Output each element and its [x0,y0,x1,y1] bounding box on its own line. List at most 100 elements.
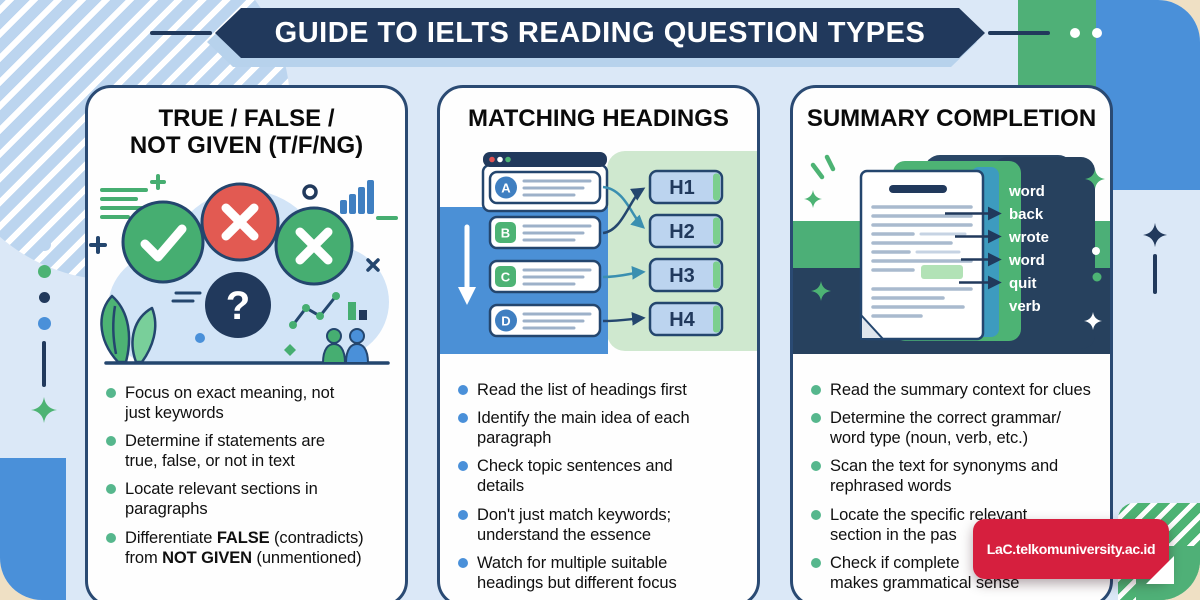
svg-text:?: ? [226,284,250,328]
bullet-item: Differentiate FALSE (contradicts) from N… [106,528,399,568]
svg-text:word: word [1008,183,1045,200]
line-chart-icon [289,291,340,329]
svg-text:C: C [501,269,511,284]
bullet-dot [106,484,116,495]
svg-text:B: B [501,225,510,240]
sparkle-icon [1084,311,1102,330]
paragraph-row-c: C [488,259,602,294]
bullet-item: Determine the correct grammar/ word type… [811,408,1104,448]
mini-bars-icon [348,301,367,320]
bullet-item: Focus on exact meaning, not just keyword… [106,383,399,423]
svg-text:D: D [501,313,510,328]
arrow-down-icon [458,224,476,305]
svg-text:H1: H1 [669,177,695,199]
blue-block-bottom-left [0,458,66,600]
bullet-item: Don't just match keywords; understand th… [458,505,751,545]
title-banner: GUIDE TO IELTS READING QUESTION TYPES [215,8,985,58]
paragraph-row-b: B [488,215,602,250]
bullet-dot [458,557,468,568]
paragraph-row-a: A [488,170,602,205]
dot-decoration [38,265,51,278]
svg-text:verb: verb [1009,298,1041,315]
bullet-text: Don't just match keywords; understand th… [477,505,672,544]
card-matching-headings: MATCHING HEADINGS [437,85,760,600]
bullet-item: Identify the main idea of each paragraph [458,408,751,448]
people-icon [321,327,370,364]
note-lines-icon [171,291,202,303]
dot-decoration [38,238,51,251]
sparkle-icon [804,189,822,208]
line-decoration [1153,254,1157,294]
diamond-icon [284,343,296,356]
bullet-item: Scan the text for synonyms and rephrased… [811,456,1104,496]
cross-icon-green [274,206,354,286]
bullet-dot [106,532,116,543]
summary-illustration: word back wrote word quit verb [793,149,1110,354]
bar-chart-icon [340,179,374,214]
heading-pill-h2: H2 [648,213,724,249]
cross-icon-red [200,182,280,262]
blue-dot [195,332,205,343]
matching-tips-list: Read the list of headings first Identify… [458,380,751,593]
bullet-dot [106,387,116,398]
svg-text:wrote: wrote [1008,229,1049,246]
svg-text:H4: H4 [669,309,695,331]
card-tfng: TRUE / FALSE / NOT GIVEN (T/F/NG) [85,85,408,600]
bullet-text: Check topic sentences and details [477,457,673,496]
bullet-item: Watch for multiple suitable headings but… [458,553,751,593]
browser-dot-white [497,156,503,163]
bullet-text: Read the list of headings first [477,380,687,399]
tfng-illustration: ? [88,170,405,375]
dash-decoration [810,154,836,180]
bullet-dot [811,413,821,423]
bullet-text: Read the summary context for clues [830,380,1091,399]
x-sparkle-icon [366,258,380,272]
sparkle-icon [1085,168,1105,189]
bullet-dot [811,461,821,472]
bullet-dot [458,384,468,395]
page-title: GUIDE TO IELTS READING QUESTION TYPES [274,16,926,49]
sparkle-icon [1142,222,1168,248]
green-dot [1092,272,1102,282]
summary-tips-list: Read the summary context for clues Deter… [811,380,1104,593]
bullet-item: Read the summary context for clues [811,380,1104,400]
bullet-text: Determine if statements are true, false,… [125,432,325,471]
bullet-dot [458,509,468,520]
svg-text:quit: quit [1009,275,1037,292]
check-icon [121,200,205,284]
white-dot [1092,28,1102,38]
svg-text:A: A [501,180,511,195]
heading-pill-h4: H4 [648,301,724,337]
plant-icon [100,294,157,363]
heading-pill-h3: H3 [648,257,724,293]
card-summary-completion: SUMMARY COMPLETION [790,85,1113,600]
matching-illustration: A B C [440,149,757,354]
bullet-dot [458,413,468,423]
card-tfng-title: TRUE / FALSE / NOT GIVEN (T/F/NG) [129,105,364,159]
browser-dot-green [505,156,511,163]
sparkle-icon [811,280,831,301]
white-dot [1092,246,1100,255]
white-dot [1070,28,1080,38]
bullet-dot [811,509,821,520]
bullet-text: Watch for multiple suitable headings but… [477,553,677,592]
banner-flank-line-right [988,31,1050,35]
svg-text:H3: H3 [669,265,695,287]
bullet-text: Determine the correct grammar/ word type… [830,409,1061,448]
svg-text:word: word [1008,252,1045,269]
word-list: word back wrote word quit verb [1008,183,1049,315]
bullet-item: Determine if statements are true, false,… [106,431,399,471]
question-icon: ? [205,271,271,338]
browser-dot-red [489,156,495,163]
plus-icon [89,235,107,254]
watermark-badge: LaC.telkomuniversity.ac.id [973,519,1169,579]
heading-pill-h1: H1 [648,169,724,205]
paragraph-row-d: D [488,303,602,338]
bullet-dot [811,557,821,568]
bullet-text: Focus on exact meaning, not just keyword… [125,383,335,422]
bullet-text: Scan the text for synonyms and rephrased… [830,457,1059,496]
highlighted-blank [921,264,963,279]
bullet-item: Locate relevant sections in paragraphs [106,479,399,519]
document-icon [859,169,985,341]
